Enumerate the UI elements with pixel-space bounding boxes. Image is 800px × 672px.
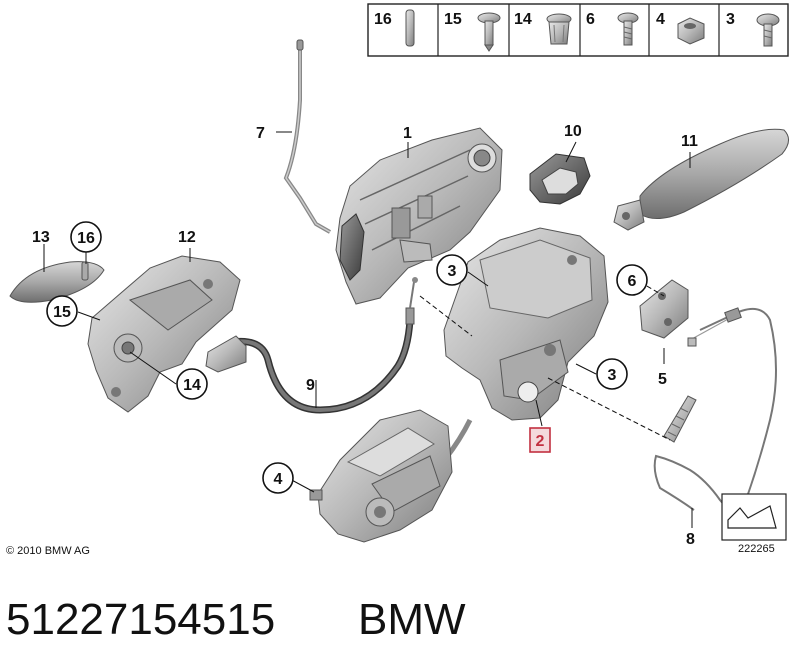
part-4-actuator-motor bbox=[309, 409, 453, 543]
header-label-6: 6 bbox=[586, 11, 595, 28]
part-13-cover-cap bbox=[9, 261, 105, 303]
callout-3b: 3 bbox=[608, 367, 617, 384]
part-8-release-cable bbox=[653, 307, 777, 511]
callout-5: 5 bbox=[658, 371, 667, 388]
callout-12: 12 bbox=[178, 229, 196, 246]
callout-6-circle: 6 bbox=[616, 264, 648, 296]
copyright-text: © 2010 BMW AG bbox=[6, 545, 90, 557]
hex-nut-icon bbox=[677, 17, 705, 45]
part-10-handle-seal bbox=[529, 153, 591, 205]
callout-4: 4 bbox=[274, 471, 283, 488]
callout-7: 7 bbox=[256, 125, 265, 142]
callouts: 7 1 10 11 12 13 9 5 8 16 15 14 3 3 bbox=[32, 123, 698, 548]
callout-6: 6 bbox=[628, 273, 637, 290]
part-5-lock-striker-bracket bbox=[639, 279, 689, 339]
part-12-inner-handle-bracket bbox=[87, 255, 241, 413]
header-label-4: 4 bbox=[656, 11, 665, 28]
callout-3a: 3 bbox=[448, 263, 457, 280]
reference-box: 222265 bbox=[721, 493, 787, 555]
screw-icon bbox=[617, 12, 639, 46]
header-label-14: 14 bbox=[514, 11, 532, 28]
small-parts-table: 16 15 14 6 4 3 bbox=[367, 3, 789, 57]
part-1-handle-carrier bbox=[335, 127, 503, 305]
callout-9: 9 bbox=[306, 377, 315, 394]
door-orientation-icon bbox=[727, 505, 777, 529]
callout-16: 16 bbox=[77, 230, 95, 247]
callout-15: 15 bbox=[53, 304, 71, 321]
callout-2-highlight: 2 bbox=[529, 427, 551, 453]
part-7-lock-rod bbox=[283, 39, 331, 234]
header-label-15: 15 bbox=[444, 11, 462, 28]
callout-13: 13 bbox=[32, 229, 50, 246]
torx-screw-icon bbox=[756, 13, 780, 47]
callout-11: 11 bbox=[681, 133, 698, 150]
callout-3a-circle: 3 bbox=[436, 254, 468, 286]
part-2-door-lock bbox=[438, 227, 609, 482]
callout-3b-circle: 3 bbox=[596, 358, 628, 390]
torx-screw-large-icon bbox=[477, 12, 501, 52]
brand-name: BMW bbox=[358, 595, 466, 644]
part-number: 51227154515 bbox=[6, 595, 275, 644]
part-16-pin bbox=[81, 261, 89, 281]
expanding-nut-icon bbox=[546, 13, 572, 45]
part-9-bowden-cable bbox=[205, 277, 418, 414]
pin-icon bbox=[405, 9, 415, 47]
callout-2: 2 bbox=[536, 433, 545, 450]
header-label-16: 16 bbox=[374, 11, 392, 28]
part-11-outer-door-handle bbox=[613, 128, 789, 231]
callout-4-circle: 4 bbox=[262, 462, 294, 494]
callout-14: 14 bbox=[183, 377, 201, 394]
callout-8: 8 bbox=[686, 531, 695, 548]
callout-15-circle: 15 bbox=[46, 295, 78, 327]
callout-16-circle: 16 bbox=[70, 221, 102, 253]
header-label-3: 3 bbox=[726, 11, 735, 28]
reference-number: 222265 bbox=[738, 543, 775, 555]
callout-14-circle: 14 bbox=[176, 368, 208, 400]
callout-1: 1 bbox=[403, 125, 412, 142]
callout-10: 10 bbox=[564, 123, 582, 140]
